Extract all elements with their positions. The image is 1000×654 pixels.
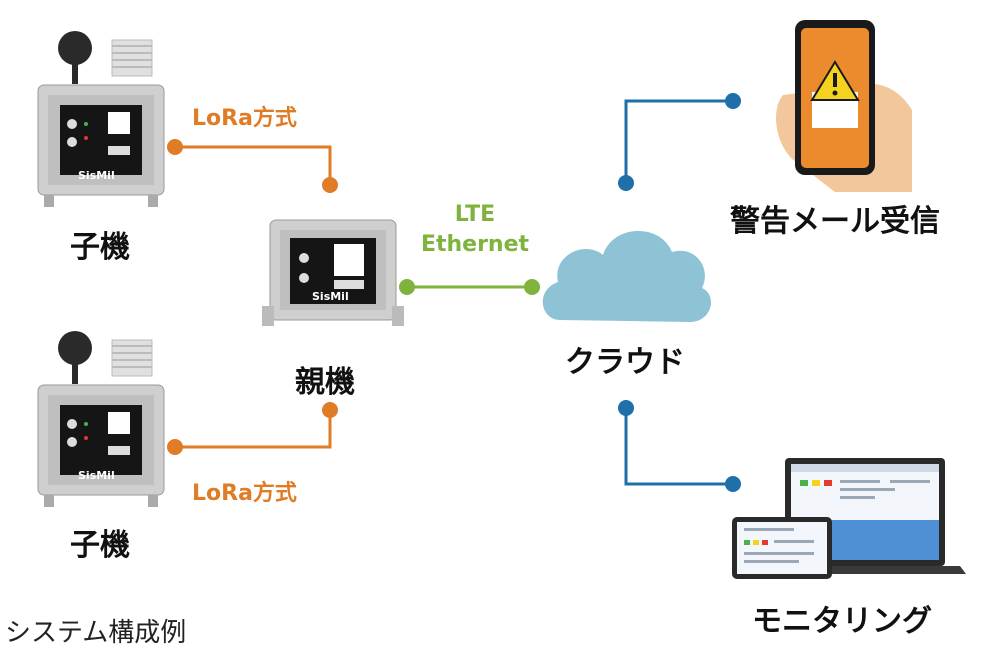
child-top-label: 子機 [70,230,130,265]
cloud-label: クラウド [565,345,685,380]
smartphone-alert-icon [776,20,912,192]
lora-bottom-label: LoRa方式 [192,481,297,506]
monitoring-label: モニタリング [752,604,932,639]
child-device-top-icon [37,31,165,207]
alert-mail-label: 警告メール受信 [730,204,940,239]
lora-link-top [167,139,338,193]
cloud-icon [542,230,712,322]
child-bottom-label: 子機 [70,528,130,563]
diagram-caption: システム構成例 [5,618,187,648]
monitoring-screens-icon [732,458,966,579]
cloud-alert-link [618,93,741,191]
parent-device-brand: SisMil [312,290,349,303]
child-device-top-brand: SisMil [78,169,115,182]
cloud-monitor-link [618,400,741,492]
lte-label: LTE [454,202,496,227]
lora-link-bottom [167,402,338,455]
lora-top-label: LoRa方式 [192,106,297,131]
ethernet-label: Ethernet [420,232,530,257]
child-device-bottom-brand: SisMil [78,469,115,482]
parent-label: 親機 [295,365,355,400]
lte-ethernet-label: LTE Ethernet [405,200,545,260]
lte-link [399,279,540,295]
parent-device-icon [262,219,404,326]
child-device-bottom-icon [37,331,165,507]
